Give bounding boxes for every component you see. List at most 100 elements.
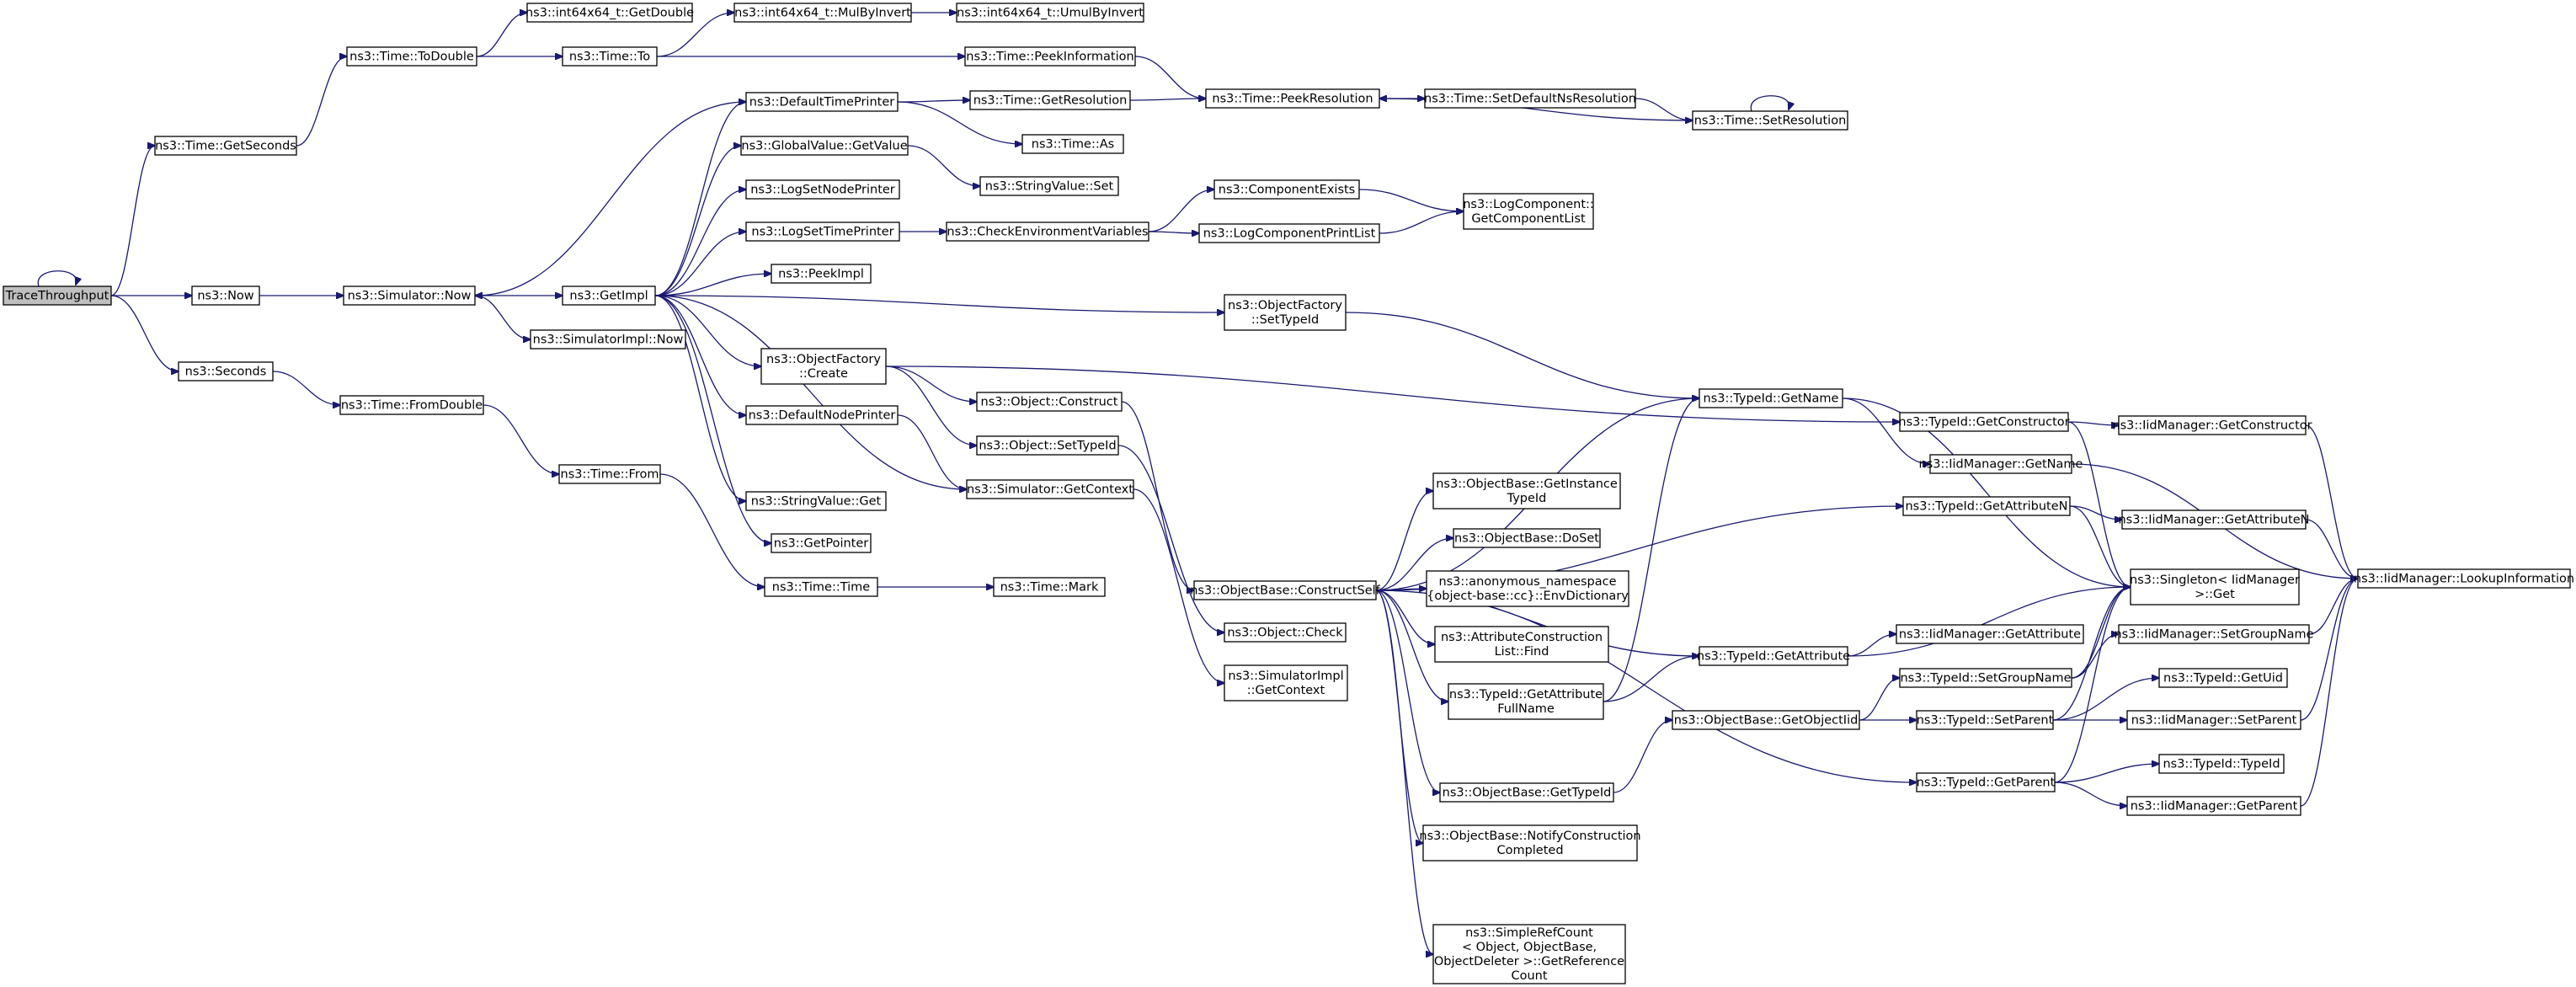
function-node-ns3-logcomponentprintlist[interactable]: ns3::LogComponentPrintList [1198,223,1380,243]
function-node-ns3-typeid-setgroupname[interactable]: ns3::TypeId::SetGroupName [1899,668,2072,688]
function-node-ns3-simulatorimpl-getcontext[interactable]: ns3::SimulatorImpl::GetContext [1224,664,1348,702]
function-node-ns3-stringvalue-get[interactable]: ns3::StringValue::Get [745,491,887,511]
function-node-ns3-time-to[interactable]: ns3::Time::To [562,46,658,67]
function-node-ns3-typeid-getname[interactable]: ns3::TypeId::GetName [1699,388,1843,408]
node-label: ns3::Time::PeekResolution [1212,93,1373,106]
function-node-ns3-iidmanager-getname[interactable]: ns3::IidManager::GetName [1919,454,2083,474]
function-node-ns3-objectfactory-settypeid[interactable]: ns3::ObjectFactory::SetTypeId [1224,294,1347,331]
function-node-ns3-typeid-typeid[interactable]: ns3::TypeId::TypeId [2158,754,2285,774]
node-label: ns3::TypeId::GetUid [2163,672,2283,686]
function-node-ns3-objectbase-gettypeid[interactable]: ns3::ObjectBase::GetTypeId [1439,782,1614,803]
function-node-ns3-time-mark[interactable]: ns3::Time::Mark [993,577,1106,597]
call-edge-tidgetattrn-to-iidgetattributen [2069,505,2122,520]
function-node-ns3-logsettimeprinter[interactable]: ns3::LogSetTimePrinter [745,221,900,242]
function-node-ns3-stringvalue-set[interactable]: ns3::StringValue::Set [979,176,1119,196]
function-node-ns3-iidmanager-getattributen[interactable]: ns3::IidManager::GetAttributeN [2118,510,2310,530]
function-node-ns3-time-peekresolution[interactable]: ns3::Time::PeekResolution [1205,88,1380,109]
function-node-ns3-getpointer[interactable]: ns3::GetPointer [771,533,872,553]
function-node-ns3-time-time[interactable]: ns3::Time::Time [764,577,878,597]
function-node-ns3-time-as[interactable]: ns3::Time::As [1021,134,1124,154]
function-node-ns3-logsetnodeprinter[interactable]: ns3::LogSetNodePrinter [745,179,900,200]
node-label: ns3::ObjectBase::DoSet [1454,532,1599,546]
function-node-ns3-typeid-setparent[interactable]: ns3::TypeId::SetParent [1916,710,2054,730]
call-edge-setdefaultns-to-setres [1635,98,1693,120]
function-node-ns3-globalvalue-getvalue[interactable]: ns3::GlobalValue::GetValue [740,136,909,156]
function-node-ns3-time-getseconds[interactable]: ns3::Time::GetSeconds [154,136,297,156]
node-box [976,392,1123,412]
function-node-ns3-objectbase-constructself[interactable]: ns3::ObjectBase::ConstructSelf [1190,580,1381,600]
function-node-ns3-componentexists[interactable]: ns3::ComponentExists [1213,179,1360,200]
node-label: ns3::ObjectBase::ConstructSelf [1190,584,1380,598]
node-box [764,577,878,597]
function-node-ns3-typeid-getconstructor[interactable]: ns3::TypeId::GetConstructor [1898,412,2070,432]
function-node-ns3-peekimpl[interactable]: ns3::PeekImpl [771,264,872,284]
node-label: ns3::CheckEnvironmentVariables [947,226,1148,239]
function-node-ns3-simulator-now[interactable]: ns3::Simulator::Now [343,285,476,306]
function-node-ns3-typeid-getattributen[interactable]: ns3::TypeId::GetAttributeN [1902,496,2071,516]
function-node-ns3-objectbase-notifyconstruction-completed[interactable]: ns3::ObjectBase::NotifyConstructionCompl… [1419,824,1641,862]
node-box [745,92,899,112]
function-node-ns3-iidmanager-getattribute[interactable]: ns3::IidManager::GetAttribute [1896,624,2084,644]
function-node-ns3-iidmanager-getparent[interactable]: ns3::IidManager::GetParent [2126,796,2301,816]
function-node-ns3-iidmanager-lookupinformation[interactable]: ns3::IidManager::LookupInformation [2354,568,2574,589]
call-edge-todouble-to-getdouble [476,13,527,57]
node-box [1422,824,1638,862]
node-box [740,136,909,156]
function-node-ns3-logcomponent-getcomponentlist[interactable]: ns3::LogComponent::GetComponentList [1463,193,1594,230]
call-edge-constructself-to-tidgetattrfull [1375,590,1448,702]
node-label: ns3::Singleton< IidManager [2130,574,2300,587]
function-node-ns3-time-setdefaultnsresolution[interactable]: ns3::Time::SetDefaultNsResolution [1424,88,1636,109]
function-node-ns3-objectbase-getobjectiid[interactable]: ns3::ObjectBase::GetObjectIid [1672,710,1860,730]
node-label: ns3::TypeId::GetName [1704,392,1839,406]
call-edge-trace-to-getseconds [110,146,155,296]
node-label: Completed [1496,844,1563,857]
function-node-tracethroughput[interactable]: TraceThroughput [3,285,112,306]
function-node-ns3-time-peekinformation[interactable]: ns3::Time::PeekInformation [964,46,1136,67]
node-label: ::SetTypeId [1251,313,1319,327]
call-edge-iidgetattributen-to-iidlookup [2305,519,2358,579]
function-node-ns3-iidmanager-getconstructor[interactable]: ns3::IidManager::GetConstructor [2112,415,2312,435]
function-node-ns3-objectfactory-create[interactable]: ns3::ObjectFactory::Create [760,348,887,385]
function-node-ns3-iidmanager-setgroupname[interactable]: ns3::IidManager::SetGroupName [2114,624,2314,644]
function-node-ns3-time-from[interactable]: ns3::Time::From [558,464,661,484]
node-box [562,285,656,306]
function-node-ns3-int64x64-t-mulbyinvert[interactable]: ns3::int64x64_t::MulByInvert [733,3,912,23]
function-node-ns3-anonymous-namespace-object-base-cc-envdictionary[interactable]: ns3::anonymous_namespace{object-base::cc… [1426,570,1629,607]
function-node-ns3-time-todouble[interactable]: ns3::Time::ToDouble [346,46,477,67]
function-node-ns3-now[interactable]: ns3::Now [191,285,260,306]
call-edge-peekinfo-to-peekres [1134,56,1206,99]
function-node-ns3-int64x64-t-getdouble[interactable]: ns3::int64x64_t::GetDouble [525,3,694,23]
function-node-ns3-defaulttimeprinter[interactable]: ns3::DefaultTimePrinter [745,92,899,112]
node-label: ns3::ObjectBase::GetInstance [1436,477,1618,491]
function-node-ns3-objectbase-doset[interactable]: ns3::ObjectBase::DoSet [1453,528,1601,548]
node-label: ns3::Time::As [1032,138,1114,152]
function-node-ns3-getimpl[interactable]: ns3::GetImpl [562,285,656,306]
node-label: ns3::int64x64_t::UmulByInvert [957,7,1144,20]
function-node-ns3-iidmanager-setparent[interactable]: ns3::IidManager::SetParent [2126,710,2301,730]
function-node-ns3-seconds[interactable]: ns3::Seconds [178,361,274,381]
node-box [2130,568,2300,606]
function-node-ns3-time-setresolution[interactable]: ns3::Time::SetResolution [1692,110,1848,131]
function-node-ns3-typeid-getuid[interactable]: ns3::TypeId::GetUid [2158,668,2288,688]
function-node-ns3-typeid-getparent[interactable]: ns3::TypeId::GetParent [1916,772,2056,792]
function-node-ns3-time-fromdouble[interactable]: ns3::Time::FromDouble [339,395,484,415]
function-node-ns3-typeid-getattribute[interactable]: ns3::TypeId::GetAttribute [1697,646,1850,666]
call-edge-trace-to-trace [37,270,76,286]
function-node-ns3-simulator-getcontext[interactable]: ns3::Simulator::GetContext [966,479,1134,499]
function-node-ns3-time-getresolution[interactable]: ns3::Time::GetResolution [969,90,1131,110]
function-node-ns3-checkenvironmentvariables[interactable]: ns3::CheckEnvironmentVariables [946,221,1149,242]
function-node-ns3-singleton-iidmanager-get[interactable]: ns3::Singleton< IidManager>::Get [2130,568,2300,606]
function-node-ns3-object-settypeid[interactable]: ns3::Object::SetTypeId [976,435,1119,456]
node-box [1699,388,1843,408]
function-node-ns3-object-check[interactable]: ns3::Object::Check [1224,622,1347,643]
function-node-ns3-simulatorimpl-now[interactable]: ns3::SimulatorImpl::Now [530,329,686,349]
function-node-ns3-simplerefcount-object-objectbase-objectdeleter-getreference-count[interactable]: ns3::SimpleRefCount< Object, ObjectBase,… [1432,924,1626,984]
function-node-ns3-object-construct[interactable]: ns3::Object::Construct [976,392,1123,412]
function-node-ns3-defaultnodeprinter[interactable]: ns3::DefaultNodePrinter [745,405,899,425]
node-box [2126,710,2301,730]
function-node-ns3-int64x64-t-umulbyinvert[interactable]: ns3::int64x64_t::UmulByInvert [956,3,1144,23]
node-box [526,3,693,23]
